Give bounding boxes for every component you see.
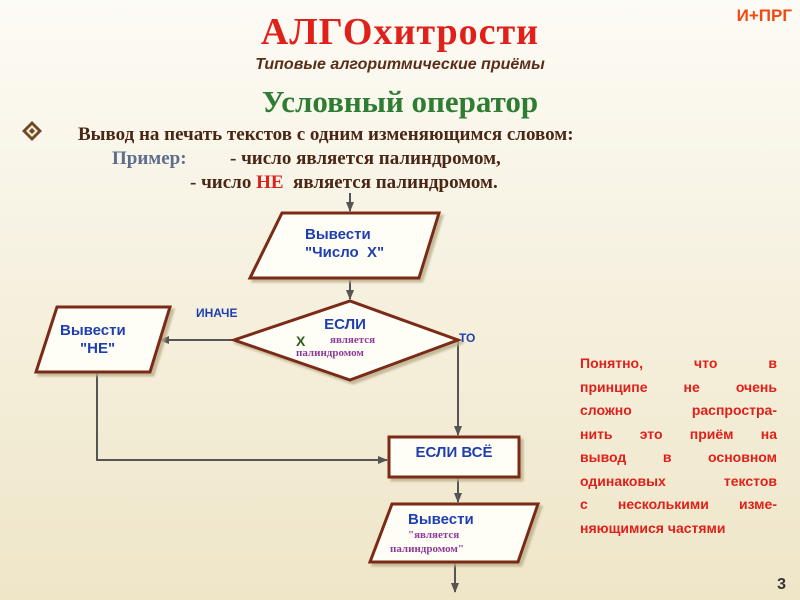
- note-word: сложно: [580, 402, 632, 418]
- note-word: с: [580, 496, 588, 512]
- connector-else-to-endif: [96, 373, 388, 464]
- page-title: АЛГОхитрости: [260, 11, 540, 53]
- example-line-2-pre: - число: [190, 172, 257, 193]
- negation-word: НЕ: [256, 172, 284, 193]
- output3-line3: палиндромом": [390, 543, 464, 555]
- note-word: нить: [580, 425, 613, 442]
- note-word: в: [768, 355, 777, 371]
- note-line: няющимися частями: [580, 517, 777, 541]
- note-line: сложно распростра-: [580, 399, 777, 423]
- note-word: это: [639, 425, 663, 442]
- note-word: распростра-: [691, 402, 777, 418]
- output3-line2: "является: [408, 529, 460, 541]
- output3-line1: Вывести: [408, 511, 474, 528]
- endif-box: [387, 435, 521, 479]
- course-badge: И+ПРГ: [736, 6, 792, 25]
- output-shape-number: [247, 211, 442, 280]
- output2-line1: Вывести: [60, 322, 126, 339]
- output2-line2: "НЕ": [80, 340, 116, 357]
- note-word: что: [694, 355, 718, 371]
- output-shape-palindrome: [367, 502, 541, 564]
- condition-diamond: [229, 299, 463, 382]
- note-word: несколькими: [617, 496, 709, 512]
- note-word: очень: [735, 378, 777, 395]
- output-shape-not: [33, 305, 173, 374]
- example-line-2: - число НЕ является палиндромом.: [190, 172, 498, 194]
- note-word: няющимися: [580, 519, 664, 536]
- note-word: одинаковых: [580, 472, 666, 489]
- note-word: в: [662, 449, 672, 465]
- note-line: принципе не очень: [580, 376, 777, 400]
- note-word: принципе: [580, 378, 648, 395]
- note-line: Понятно, что в: [580, 352, 777, 376]
- condition-palindrome: палиндромом: [296, 347, 364, 359]
- example-line-2-post: является палиндромом.: [283, 172, 498, 193]
- note-word: вывод: [580, 449, 627, 465]
- page-number: 3: [777, 576, 786, 593]
- note-line: нить это приём на: [580, 423, 777, 447]
- output1-line1: Вывести: [305, 226, 371, 243]
- note-word: на: [760, 425, 777, 442]
- condition-x: Х: [296, 333, 306, 349]
- side-note: Понятно, что в принципе не очень сложно …: [580, 352, 777, 540]
- example-label: Пример:: [112, 148, 187, 169]
- note-line: одинаковых текстов: [580, 470, 777, 494]
- subtitle: Типовые алгоритмические приёмы: [255, 56, 545, 73]
- then-label: ТО: [459, 331, 476, 345]
- endif-label: ЕСЛИ ВСЁ: [415, 444, 493, 461]
- else-label: ИНАЧЕ: [196, 306, 238, 320]
- note-line: с несколькими изме-: [580, 493, 777, 517]
- ornament-diamond-icon: [22, 121, 42, 141]
- note-word: частями: [667, 519, 726, 536]
- condition-if: ЕСЛИ: [324, 316, 366, 333]
- note-word: приём: [689, 425, 734, 442]
- section-heading: Условный оператор: [261, 84, 539, 119]
- intro-line: Вывод на печать текстов с одним изменяющ…: [78, 124, 574, 145]
- note-word: не: [683, 378, 700, 395]
- note-line: вывод в основном: [580, 446, 777, 470]
- note-word: текстов: [723, 472, 777, 489]
- example-line-1: - число является палиндромом,: [230, 148, 501, 169]
- note-word: основном: [708, 449, 777, 465]
- condition-is: является: [330, 334, 376, 346]
- note-word: Понятно,: [580, 355, 643, 371]
- note-word: изме-: [738, 496, 777, 512]
- output1-line2: "Число Х": [305, 244, 385, 261]
